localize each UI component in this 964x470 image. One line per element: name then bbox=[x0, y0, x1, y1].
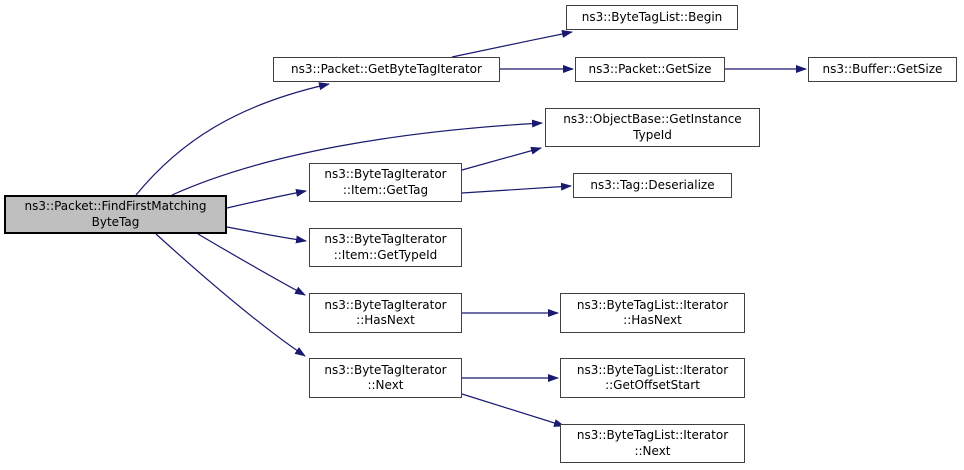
edge-main-to-item-get-type-id bbox=[226, 226, 307, 244]
edge-item-get-tag-to-tag-deserialize bbox=[461, 182, 572, 194]
node-object-base-get-instance-type-id[interactable]: ns3::ObjectBase::GetInstance TypeId bbox=[545, 108, 760, 147]
node-packet-get-size[interactable]: ns3::Packet::GetSize bbox=[575, 57, 725, 82]
edge-get-byte-tag-iterator-to-begin bbox=[451, 30, 573, 58]
node-byte-tag-iterator-item-get-type-id[interactable]: ns3::ByteTagIterator ::Item::GetTypeId bbox=[309, 228, 462, 267]
node-tag-deserialize[interactable]: ns3::Tag::Deserialize bbox=[573, 173, 732, 198]
edge-item-get-tag-to-get-instance-type-id bbox=[461, 146, 542, 171]
edge-main-to-get-byte-tag-iterator bbox=[135, 82, 330, 196]
node-byte-tag-iterator-next[interactable]: ns3::ByteTagIterator ::Next bbox=[309, 358, 462, 398]
edge-next-to-list-iterator-next bbox=[461, 393, 565, 427]
edge-main-to-item-get-tag bbox=[226, 188, 307, 209]
node-packet-get-byte-tag-iterator[interactable]: ns3::Packet::GetByteTagIterator bbox=[273, 57, 500, 82]
node-packet-find-first-matching-byte-tag: ns3::Packet::FindFirstMatching ByteTag bbox=[4, 195, 227, 234]
edge-main-to-next bbox=[155, 233, 306, 357]
node-byte-tag-iterator-has-next[interactable]: ns3::ByteTagIterator ::HasNext bbox=[309, 293, 462, 333]
node-byte-tag-list-iterator-has-next[interactable]: ns3::ByteTagList::Iterator ::HasNext bbox=[560, 293, 745, 333]
node-buffer-get-size[interactable]: ns3::Buffer::GetSize bbox=[808, 57, 957, 82]
node-byte-tag-list-begin[interactable]: ns3::ByteTagList::Begin bbox=[566, 5, 738, 30]
node-byte-tag-list-iterator-next[interactable]: ns3::ByteTagList::Iterator ::Next bbox=[560, 424, 745, 463]
node-byte-tag-iterator-item-get-tag[interactable]: ns3::ByteTagIterator ::Item::GetTag bbox=[309, 163, 462, 202]
node-byte-tag-list-iterator-get-offset-start[interactable]: ns3::ByteTagList::Iterator ::GetOffsetSt… bbox=[560, 358, 745, 398]
edge-main-to-get-instance-type-id bbox=[171, 119, 543, 196]
edge-main-to-has-next bbox=[197, 233, 306, 296]
